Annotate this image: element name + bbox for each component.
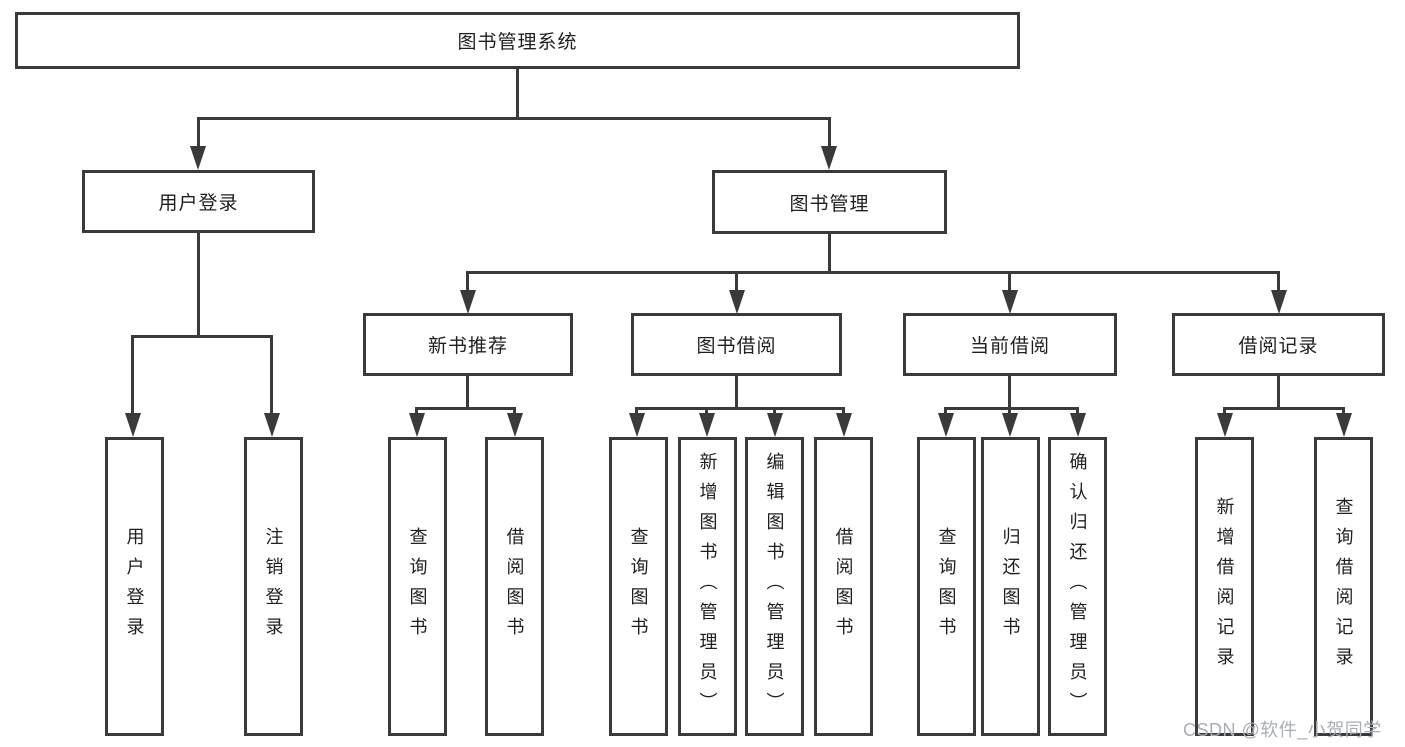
arrow-down-icon xyxy=(767,413,783,437)
leaf-confirm-return-admin: 确认归还（管理员） xyxy=(1048,437,1107,736)
connector-book-borrow-rail xyxy=(635,407,845,410)
node-borrow-records: 借阅记录 xyxy=(1172,313,1385,376)
leaf-logout: 注销登录 xyxy=(244,437,303,736)
connector-drop xyxy=(1223,407,1226,416)
arrow-down-icon xyxy=(629,413,645,437)
connector-drop-new-book-recommend xyxy=(466,271,469,293)
connector-drop xyxy=(944,407,947,416)
connector-recommend-rail xyxy=(415,407,516,410)
arrow-down-icon xyxy=(1070,413,1086,437)
arrow-down-icon xyxy=(836,413,852,437)
connector-drop xyxy=(1076,407,1079,416)
node-book-management: 图书管理 xyxy=(712,170,947,234)
arrow-down-icon xyxy=(1217,413,1233,437)
leaf-return-books-label: 归还图书 xyxy=(1000,526,1021,647)
leaf-edit-books-admin: 编辑图书（管理员） xyxy=(745,437,804,736)
connector-drop-leaf-logout xyxy=(270,335,273,415)
leaf-add-borrow-record-label: 新增借阅记录 xyxy=(1214,496,1235,677)
connector-drop-leaf-user-login xyxy=(131,335,134,415)
leaf-logout-label: 注销登录 xyxy=(263,526,284,647)
node-current-borrow: 当前借阅 xyxy=(903,313,1117,376)
leaf-borrow-books: 借阅图书 xyxy=(814,437,873,736)
connector-drop xyxy=(415,407,418,416)
node-book-borrow-label: 图书借阅 xyxy=(696,336,777,357)
node-book-management-label: 图书管理 xyxy=(789,193,870,215)
connector-user-login-rail xyxy=(131,335,273,338)
leaf-recommend-query-books: 查询图书 xyxy=(388,437,447,736)
connector-drop-user-login xyxy=(197,117,200,149)
connector-drop xyxy=(1008,407,1011,416)
arrow-down-icon xyxy=(1002,290,1018,314)
arrow-down-icon xyxy=(409,413,425,437)
leaf-edit-books-admin-label: 编辑图书（管理员） xyxy=(764,451,785,722)
node-current-borrow-label: 当前借阅 xyxy=(969,336,1050,357)
leaf-query-borrow-record: 查询借阅记录 xyxy=(1314,437,1373,736)
arrow-down-icon xyxy=(264,413,280,437)
leaf-return-books: 归还图书 xyxy=(981,437,1040,736)
node-borrow-records-label: 借阅记录 xyxy=(1238,336,1319,357)
arrow-down-icon xyxy=(190,146,206,170)
leaf-recommend-query-books-label: 查询图书 xyxy=(407,526,428,647)
leaf-current-query-books: 查询图书 xyxy=(917,437,976,736)
node-new-book-recommend-label: 新书推荐 xyxy=(427,336,508,357)
csdn-watermark: CSDN @软件_小贺同学 xyxy=(1183,720,1382,740)
connector-borrow-records-stem xyxy=(1277,376,1280,409)
leaf-recommend-borrow-books: 借阅图书 xyxy=(485,437,544,736)
arrow-down-icon xyxy=(1336,413,1352,437)
connector-drop xyxy=(635,407,638,416)
leaf-borrow-query-books: 查询图书 xyxy=(609,437,668,736)
connector-drop-book-management xyxy=(828,117,831,149)
arrow-down-icon xyxy=(507,413,523,437)
leaf-query-borrow-record-label: 查询借阅记录 xyxy=(1333,496,1354,677)
connector-root-rail xyxy=(197,117,831,120)
node-user-login: 用户登录 xyxy=(82,170,315,233)
leaf-user-login: 用户登录 xyxy=(105,437,164,736)
leaf-borrow-query-books-label: 查询图书 xyxy=(628,526,649,647)
connector-book-management-stem xyxy=(828,234,831,274)
connector-current-borrow-stem xyxy=(1008,376,1011,409)
connector-drop xyxy=(1342,407,1345,416)
leaf-recommend-borrow-books-label: 借阅图书 xyxy=(504,526,525,647)
connector-drop-current-borrow xyxy=(1008,271,1011,293)
connector-user-login-stem xyxy=(197,233,200,338)
node-root-label: 图书管理系统 xyxy=(457,32,578,53)
leaf-add-books-admin-label: 新增图书（管理员） xyxy=(697,451,718,722)
connector-book-borrow-stem xyxy=(735,376,738,409)
connector-drop xyxy=(705,407,708,416)
connector-book-management-rail xyxy=(466,271,1280,274)
leaf-user-login-label: 用户登录 xyxy=(124,526,145,647)
leaf-add-books-admin: 新增图书（管理员） xyxy=(678,437,737,736)
connector-current-borrow-rail xyxy=(944,407,1079,410)
arrow-down-icon xyxy=(699,413,715,437)
connector-recommend-stem xyxy=(466,376,469,409)
arrow-down-icon xyxy=(729,290,745,314)
connector-borrow-records-rail xyxy=(1223,407,1344,410)
arrow-down-icon xyxy=(460,290,476,314)
connector-drop xyxy=(513,407,516,416)
leaf-add-borrow-record: 新增借阅记录 xyxy=(1195,437,1254,736)
arrow-down-icon xyxy=(1271,290,1287,314)
connector-drop xyxy=(842,407,845,416)
node-new-book-recommend: 新书推荐 xyxy=(363,313,573,376)
node-user-login-label: 用户登录 xyxy=(158,193,239,214)
arrow-down-icon xyxy=(125,413,141,437)
arrow-down-icon xyxy=(938,413,954,437)
leaf-current-query-books-label: 查询图书 xyxy=(936,526,957,647)
node-book-borrow: 图书借阅 xyxy=(631,313,842,376)
leaf-borrow-books-label: 借阅图书 xyxy=(833,526,854,647)
node-root: 图书管理系统 xyxy=(15,12,1020,69)
arrow-down-icon xyxy=(821,146,837,170)
leaf-confirm-return-admin-label: 确认归还（管理员） xyxy=(1067,451,1088,722)
connector-root-stem xyxy=(516,69,519,119)
connector-drop xyxy=(773,407,776,416)
connector-drop-book-borrow xyxy=(735,271,738,293)
connector-drop-borrow-records xyxy=(1277,271,1280,293)
arrow-down-icon xyxy=(1002,413,1018,437)
